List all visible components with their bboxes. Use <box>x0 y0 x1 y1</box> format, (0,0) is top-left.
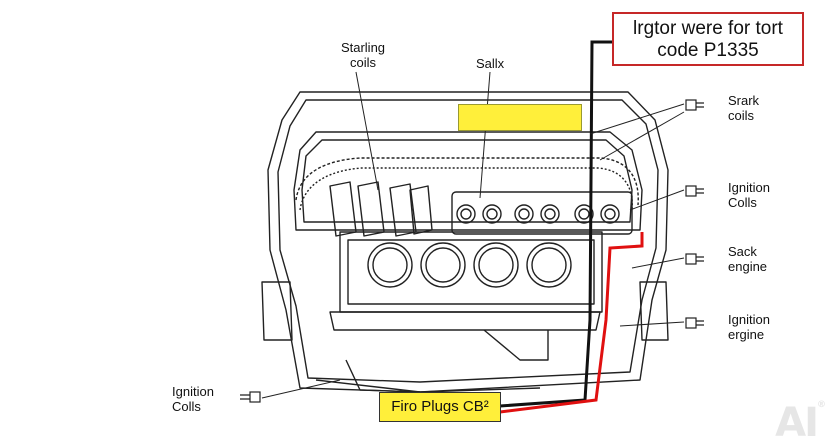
wire-red <box>499 232 644 414</box>
label-starting-coils: Starling coils <box>340 40 386 70</box>
connector-icons <box>240 99 704 403</box>
fire-plugs-box: Firo Plugs CB² <box>379 392 501 422</box>
label-ignition-engine: Ignition ergine <box>728 312 770 342</box>
label-sallx: Sallx <box>476 56 505 71</box>
label-srark-coils: Srark coils <box>728 93 760 123</box>
title-box: lrgtor were for tort code P1335 <box>612 12 804 66</box>
title-line-2: code P1335 <box>657 40 759 61</box>
engine-outline <box>261 91 669 393</box>
label-ignition-coils-left: Ignition Colls <box>172 384 214 414</box>
highlight-bar <box>458 104 582 131</box>
title-line-1: lrgtor were for tort <box>633 18 783 39</box>
label-sack-engine: Sack engine <box>728 244 768 274</box>
leader-lines <box>261 71 685 399</box>
watermark-logo: AI® <box>775 400 826 446</box>
wire-black <box>499 40 612 408</box>
label-ignition-coils-right: Ignition Colls <box>728 180 770 210</box>
